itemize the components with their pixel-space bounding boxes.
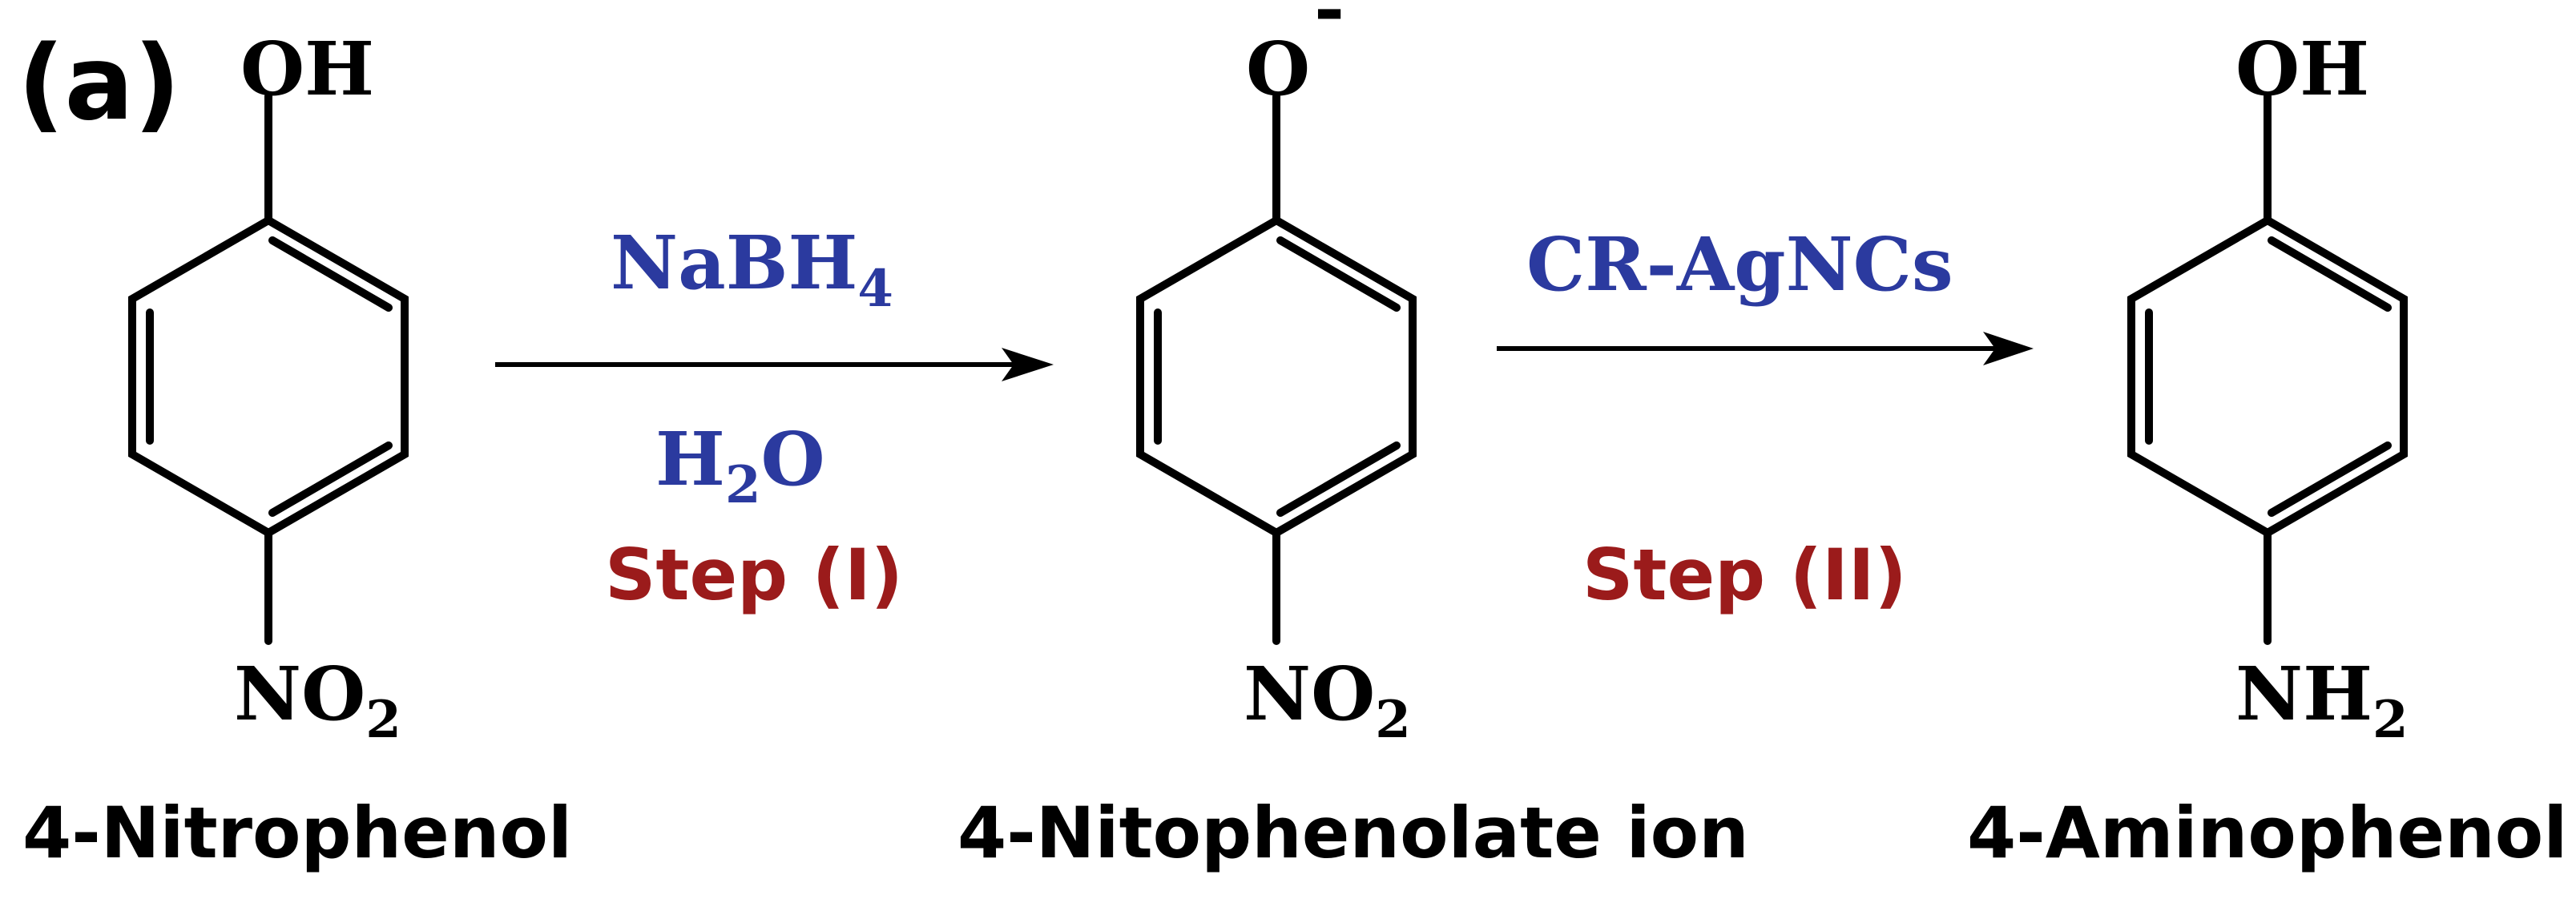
amino-group-label: NH2 [2235, 651, 2409, 750]
arrowhead-icon [1983, 332, 2034, 365]
nitro-group-label: NO2 [1244, 651, 1411, 750]
negative-charge-label: - [1314, 0, 1344, 51]
reaction-arrow-step-2: CR-AgNCs Step (II) [1497, 221, 2034, 616]
reagent-nabh4: NaBH4 [611, 220, 893, 319]
molecule-4-nitrophenol: OH NO2 4-Nitrophenol [22, 26, 572, 874]
molecule-4-nitrophenolate: O - NO2 4-Nitophenolate ion [957, 0, 1749, 874]
hydroxyl-group-label: OH [240, 26, 374, 112]
catalyst-cr-agncs: CR-AgNCs [1526, 221, 1953, 308]
phenolate-oxygen-label: O [1246, 26, 1310, 112]
step-1-label: Step (I) [605, 534, 903, 616]
nitro-group-label: NO2 [234, 651, 401, 750]
panel-label: (a) [18, 24, 180, 143]
reaction-arrow-step-1: NaBH4 H2O Step (I) [495, 220, 1054, 616]
step-2-label: Step (II) [1582, 534, 1907, 616]
hydroxyl-group-label: OH [2235, 26, 2369, 112]
solvent-h2o: H2O [655, 416, 825, 515]
compound-name-4-nitophenolate-ion: 4-Nitophenolate ion [957, 792, 1749, 874]
molecule-4-aminophenol: OH NH2 4-Aminophenol [1967, 26, 2567, 874]
compound-name-4-nitrophenol: 4-Nitrophenol [22, 792, 572, 874]
arrowhead-icon [1002, 348, 1054, 381]
compound-name-4-aminophenol: 4-Aminophenol [1967, 792, 2567, 874]
